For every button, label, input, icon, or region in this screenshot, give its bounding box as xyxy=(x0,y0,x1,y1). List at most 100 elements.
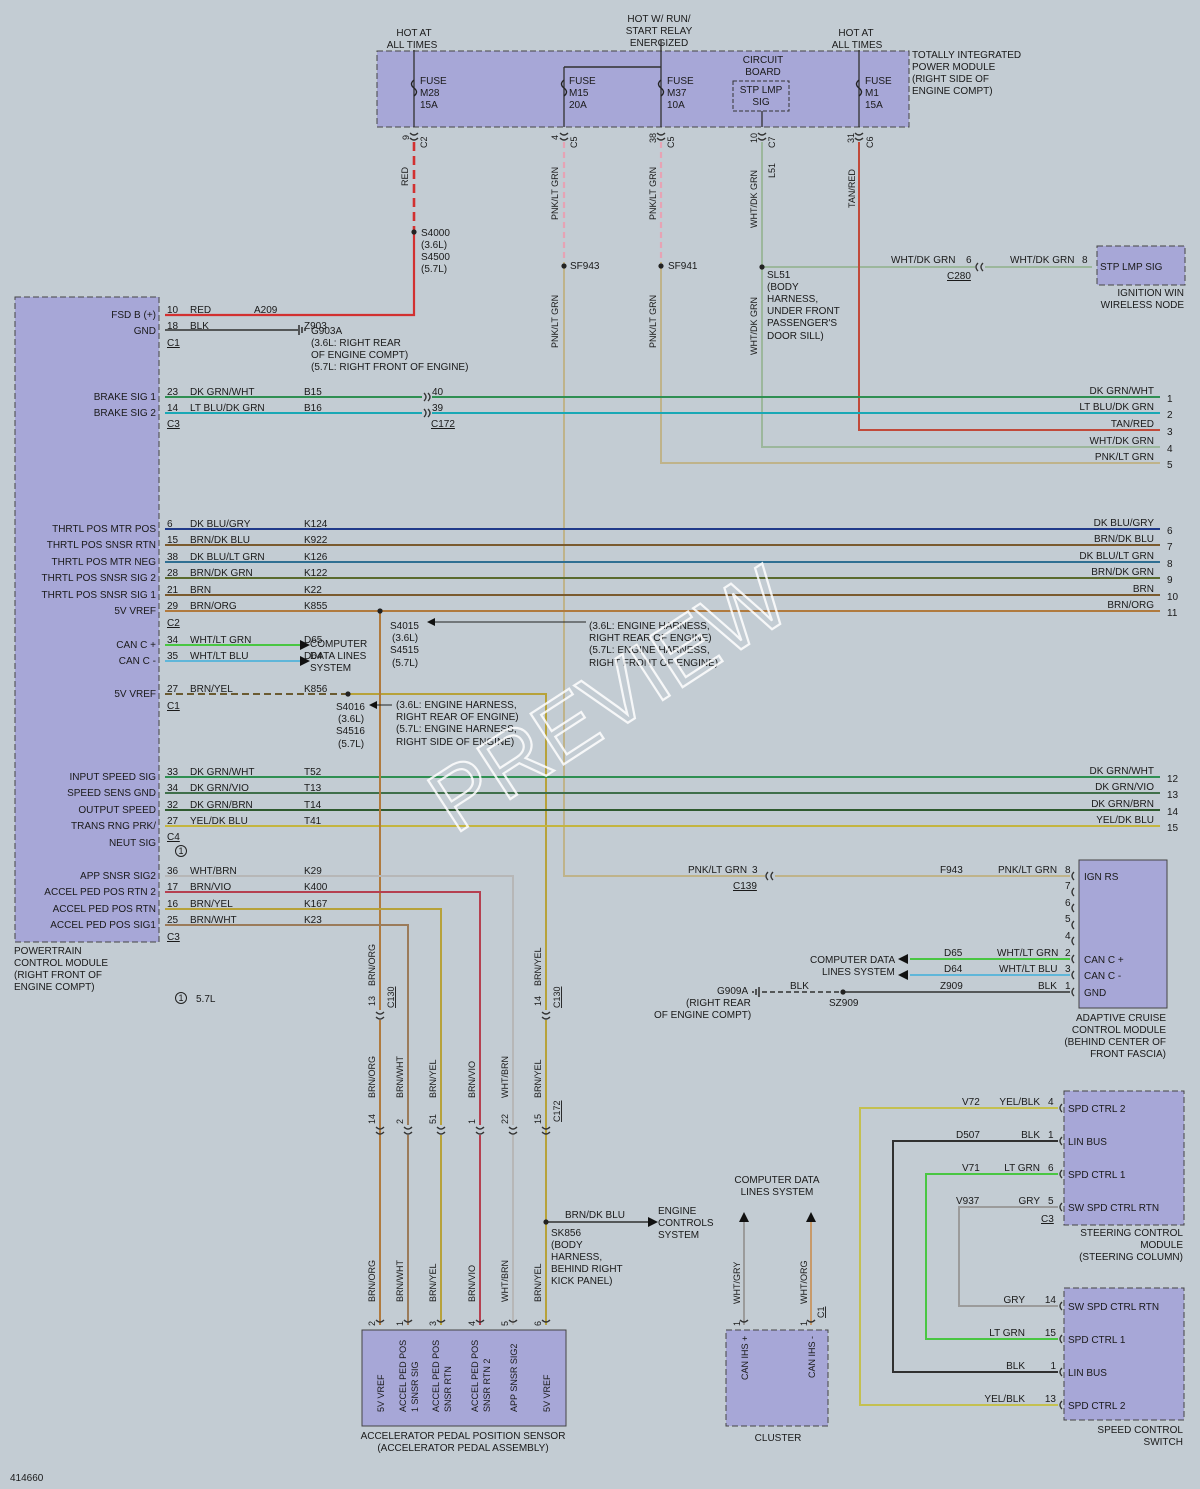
right-pin-number: 9 xyxy=(1167,575,1173,586)
scm-wire-color: BLK xyxy=(1021,1130,1040,1141)
pcm-note-circle-1: 1 xyxy=(178,846,183,856)
splice-sk856 xyxy=(543,1219,549,1225)
fuse-m1-amps: 15A xyxy=(865,100,883,111)
app-wire-color: WHT/BRN xyxy=(500,1260,510,1302)
pcm-wire-color: YEL/DK BLU xyxy=(190,816,248,827)
stp-lmp-1: STP LMP xyxy=(740,85,783,96)
conn-c172b-mark xyxy=(375,1126,551,1135)
right-pin-number: 6 xyxy=(1167,526,1173,537)
cluster-w1: WHT/GRY xyxy=(732,1262,742,1304)
pcm-pin-number: 38 xyxy=(167,552,179,563)
s4016-n3: (5.7L: ENGINE HARNESS, xyxy=(396,724,517,735)
hot-at-2: HOT AT xyxy=(838,28,873,39)
ground-g909a-icon xyxy=(752,987,760,997)
wire-pnk-2 xyxy=(660,262,1160,464)
pcm-pin-label: ACCEL PED POS RTN 2 xyxy=(44,887,156,898)
scm-pin-number: 5 xyxy=(1048,1196,1054,1207)
pcm-pin-label: THRTL POS MTR POS xyxy=(52,524,156,535)
scs-pin-label: SPD CTRL 1 xyxy=(1068,1335,1126,1346)
cds-arrow-1-icon xyxy=(300,640,310,650)
pcm-c1: C1 xyxy=(167,338,180,349)
tipm-l4: ENGINE COMPT) xyxy=(912,86,993,97)
scs-pin-label: SPD CTRL 2 xyxy=(1068,1401,1126,1412)
pcm-wire-color: BLK xyxy=(190,321,209,332)
wire-red-a209 xyxy=(165,232,416,317)
scs-pin-number: 13 xyxy=(1045,1394,1057,1405)
pcm-pin-label: THRTL POS MTR NEG xyxy=(52,557,157,568)
vwire-whtdk: WHT/DK GRN xyxy=(749,170,759,228)
tipm-l1: TOTALLY INTEGRATED xyxy=(912,50,1021,61)
app-wire-color: BRN/YEL xyxy=(428,1263,438,1302)
s4016-n4: RIGHT SIDE OF ENGINE) xyxy=(396,737,514,748)
wire-v72 xyxy=(859,1107,1058,1406)
circuit-board-box xyxy=(732,80,790,112)
acc-p7: 7 xyxy=(1065,881,1071,892)
pcm-wire-color: BRN/YEL xyxy=(190,684,233,695)
cluster-name: CLUSTER xyxy=(755,1433,802,1444)
right-pin-number: 4 xyxy=(1167,444,1173,455)
vwire-pnk1-lower: PNK/LT GRN xyxy=(550,295,560,348)
wire-whtdkgrn xyxy=(761,142,1160,448)
pcm-wire-color: DK GRN/WHT xyxy=(190,387,254,398)
splice-dots xyxy=(345,229,846,1225)
pcm-pin-number: 25 xyxy=(167,915,179,926)
fuse-m15-word: FUSE xyxy=(569,76,596,87)
scm-c3: C3 xyxy=(1041,1214,1054,1225)
wire-v71 xyxy=(925,1173,1058,1340)
app-pin-label: ACCEL PED POS xyxy=(470,1340,480,1412)
wires xyxy=(165,40,1160,1406)
note-circle-1 xyxy=(175,845,187,857)
stp-lmp-2: SIG xyxy=(752,97,769,108)
pcm-circuit: D65 xyxy=(304,635,323,646)
ign-l2: WIRELESS NODE xyxy=(1101,300,1185,311)
acc-p1: 1 xyxy=(1065,981,1071,992)
g903a-d: (5.7L: RIGHT FRONT OF ENGINE) xyxy=(311,362,468,373)
sl51-b: (BODY xyxy=(767,282,799,293)
acc-canp: CAN C + xyxy=(1084,955,1124,966)
vwire-pnk2-lower: PNK/LT GRN xyxy=(648,295,658,348)
pcm-pin-label: NEUT SIG xyxy=(109,838,156,849)
right-wire-color: DK GRN/WHT xyxy=(1090,386,1154,397)
splice-s4000 xyxy=(411,229,417,235)
c172-wire-color: BRN/VIO xyxy=(467,1061,477,1098)
app-pin-label: 1 SNSR SIG xyxy=(410,1361,420,1412)
app-pin-number: 1 xyxy=(395,1321,405,1326)
right-pin-number: 3 xyxy=(1167,427,1173,438)
right-wire-color: PNK/LT GRN xyxy=(1095,452,1154,463)
s4015-c: S4515 xyxy=(390,645,419,656)
c172-name: C172 xyxy=(431,419,455,430)
s4016-n1: (3.6L: ENGINE HARNESS, xyxy=(396,700,517,711)
pcm-c4: C4 xyxy=(167,832,180,843)
pcm-wire-color: RED xyxy=(190,305,211,316)
fuse-m15-amps: 20A xyxy=(569,100,587,111)
pcm-pin-number: 10 xyxy=(167,305,179,316)
sl51-e: PASSENGER'S xyxy=(767,318,837,329)
fuse-m28-icon xyxy=(410,79,418,97)
acc-pnk2: PNK/LT GRN xyxy=(998,865,1057,876)
right-wire-color: DK BLU/LT GRN xyxy=(1079,551,1154,562)
scm-pin-number: 4 xyxy=(1048,1097,1054,1108)
conn-c2-mark xyxy=(409,132,419,141)
c130-w1: BRN/ORG xyxy=(367,944,377,986)
scm-pin-label: SPD CTRL 2 xyxy=(1068,1104,1126,1115)
s4016-d: (5.7L) xyxy=(338,739,364,750)
sk856-c: HARNESS, xyxy=(551,1252,602,1263)
s4000-d: (5.7L) xyxy=(421,264,447,275)
ecs-arrow-icon xyxy=(648,1217,658,1227)
scs-pin-label: LIN BUS xyxy=(1068,1368,1107,1379)
vwire-pnk1: PNK/LT GRN xyxy=(550,167,560,220)
cluster-p2: 1 xyxy=(799,1321,809,1326)
s4015-arrow-icon xyxy=(427,618,435,626)
s4015-a: S4015 xyxy=(390,621,419,632)
all-times-2: ALL TIMES xyxy=(832,40,883,51)
acc-cds-arrow-2-icon xyxy=(898,970,908,980)
scm-wire-color: GRY xyxy=(1019,1196,1041,1207)
right-wire-color: WHT/DK GRN xyxy=(1090,436,1154,447)
acc-cds-1: COMPUTER DATA xyxy=(810,955,896,966)
cluster-arrow-1-icon xyxy=(739,1212,749,1222)
tipm-conn-c5a: C5 xyxy=(569,136,579,148)
conn-acc-mark xyxy=(1071,871,1075,997)
pcm-pin-number: 34 xyxy=(167,635,179,646)
